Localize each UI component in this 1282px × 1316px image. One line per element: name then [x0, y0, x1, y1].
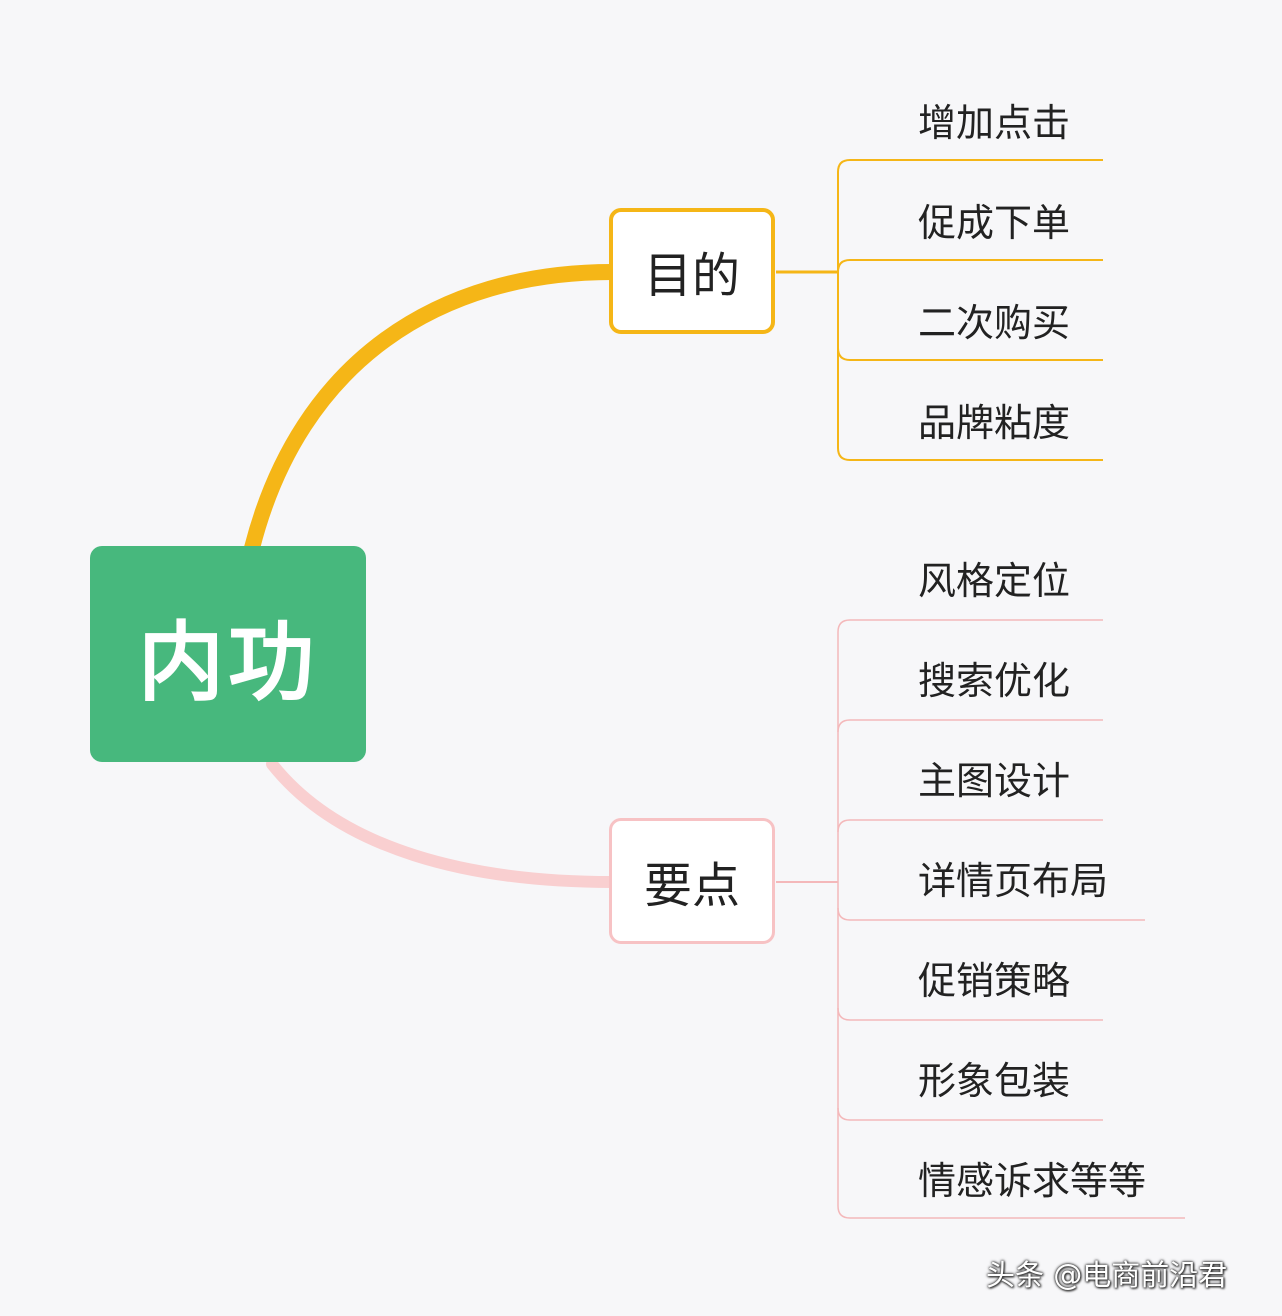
leaf-purpose: 品牌粘度 — [918, 401, 1071, 445]
purpose-bracket — [837, 159, 1103, 461]
branch-label-keypoints: 要点 — [643, 858, 740, 914]
root-node: 内功 — [90, 546, 366, 762]
leaf-keypoint: 搜索优化 — [918, 659, 1071, 703]
branch-label-purpose: 目的 — [643, 248, 740, 304]
leaf-keypoint: 形象包装 — [918, 1059, 1071, 1103]
watermark-text: 头条 @电商前沿君 — [986, 1258, 1228, 1292]
root-to-keypoints-connector — [266, 758, 618, 888]
leaf-keypoint: 主图设计 — [918, 759, 1071, 803]
keypoints-leaf-line — [837, 719, 1103, 733]
branch-node-keypoints: 要点 — [609, 818, 775, 944]
leaf-purpose: 促成下单 — [918, 201, 1071, 245]
keypoints-bracket — [837, 619, 1185, 1219]
root-to-purpose-connector — [244, 264, 620, 556]
keypoints-leaf-line — [837, 907, 1145, 921]
leaf-keypoint: 情感诉求等等 — [918, 1159, 1147, 1203]
branch-node-purpose: 目的 — [609, 208, 775, 334]
leaf-keypoint: 促销策略 — [918, 959, 1071, 1003]
purpose-leaf-line — [837, 347, 1103, 361]
leaf-keypoint: 风格定位 — [918, 559, 1071, 603]
keypoints-leaf-line — [837, 1007, 1103, 1021]
keypoints-leaf-line — [837, 1107, 1103, 1121]
leaf-purpose: 增加点击 — [918, 101, 1071, 145]
purpose-leaf-line — [837, 259, 1103, 273]
keypoints-leaf-line — [837, 819, 1103, 833]
leaf-purpose: 二次购买 — [918, 301, 1071, 345]
root-label: 内功 — [138, 612, 318, 713]
leaf-keypoint: 详情页布局 — [918, 859, 1109, 903]
